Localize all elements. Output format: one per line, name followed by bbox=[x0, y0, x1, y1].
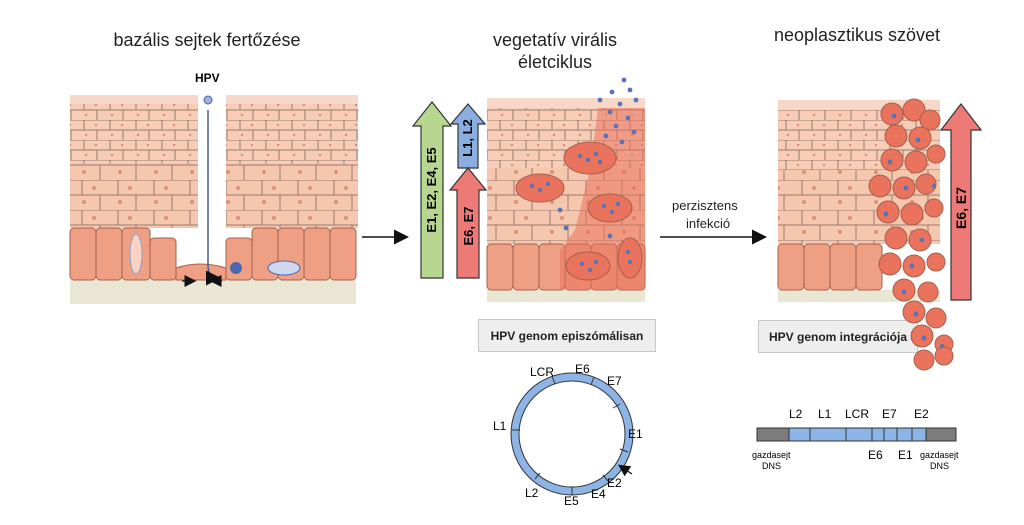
late-genes-arrow bbox=[449, 103, 487, 169]
e6e7-label-right: E6, E7 bbox=[953, 187, 969, 229]
vegetative-tissue bbox=[486, 77, 646, 302]
basal-infection-tissue bbox=[69, 95, 358, 304]
neoplastic-tissue bbox=[777, 98, 954, 371]
host-dna-left-1: gazdasejt bbox=[752, 450, 791, 460]
transition-label-2: infekció bbox=[686, 216, 731, 231]
title-infection: bazális sejtek fertőzése bbox=[113, 30, 301, 50]
early-genes-arrow bbox=[411, 101, 453, 279]
title-neoplastic: neoplasztikus szövet bbox=[773, 25, 941, 45]
early-genes-label: E1, E2, E4, E5 bbox=[424, 147, 439, 232]
circle-label-L2: L2 bbox=[525, 486, 539, 500]
episomal-genome-box: HPV genom episzómálisan bbox=[478, 319, 656, 352]
title-vegetative-line2: életciklus bbox=[517, 52, 593, 72]
linear-label-E6: E6 bbox=[868, 448, 883, 462]
host-dna-right-1: gazdasejt bbox=[920, 450, 959, 460]
linear-label-E7: E7 bbox=[882, 407, 897, 421]
circle-label-E2: E2 bbox=[607, 476, 622, 490]
title-vegetative-line1: vegetatív virális bbox=[492, 30, 618, 50]
circle-label-E4: E4 bbox=[591, 487, 606, 501]
circle-label-E7: E7 bbox=[607, 374, 622, 388]
hpv-label: HPV bbox=[195, 71, 220, 85]
transition-label-1: perzisztens bbox=[672, 198, 738, 213]
host-dna-left-2: DNS bbox=[762, 461, 781, 471]
e6e7-arrow-right bbox=[939, 103, 983, 301]
circle-label-L1: L1 bbox=[493, 419, 507, 433]
linear-label-LCR: LCR bbox=[845, 407, 869, 421]
circle-label-LCR: LCR bbox=[530, 365, 554, 379]
linear-label-L1: L1 bbox=[818, 407, 832, 421]
e6e7-arrow-mid bbox=[448, 167, 488, 279]
expression-arrows-middle bbox=[411, 101, 488, 279]
linear-label-L2: L2 bbox=[789, 407, 803, 421]
integrated-genome-box: HPV genom integrációja bbox=[758, 320, 918, 353]
e6e7-label-mid: E6, E7 bbox=[461, 206, 476, 245]
host-dna-right-2: DNS bbox=[930, 461, 949, 471]
circle-label-E5: E5 bbox=[564, 494, 579, 508]
linear-label-E2: E2 bbox=[914, 407, 929, 421]
circular-genome bbox=[510, 372, 634, 496]
circle-label-E6: E6 bbox=[575, 362, 590, 376]
late-genes-label: L1, L2 bbox=[460, 119, 475, 157]
circle-label-E1: E1 bbox=[628, 427, 643, 441]
linear-genome bbox=[756, 427, 957, 442]
linear-label-E1: E1 bbox=[898, 448, 913, 462]
